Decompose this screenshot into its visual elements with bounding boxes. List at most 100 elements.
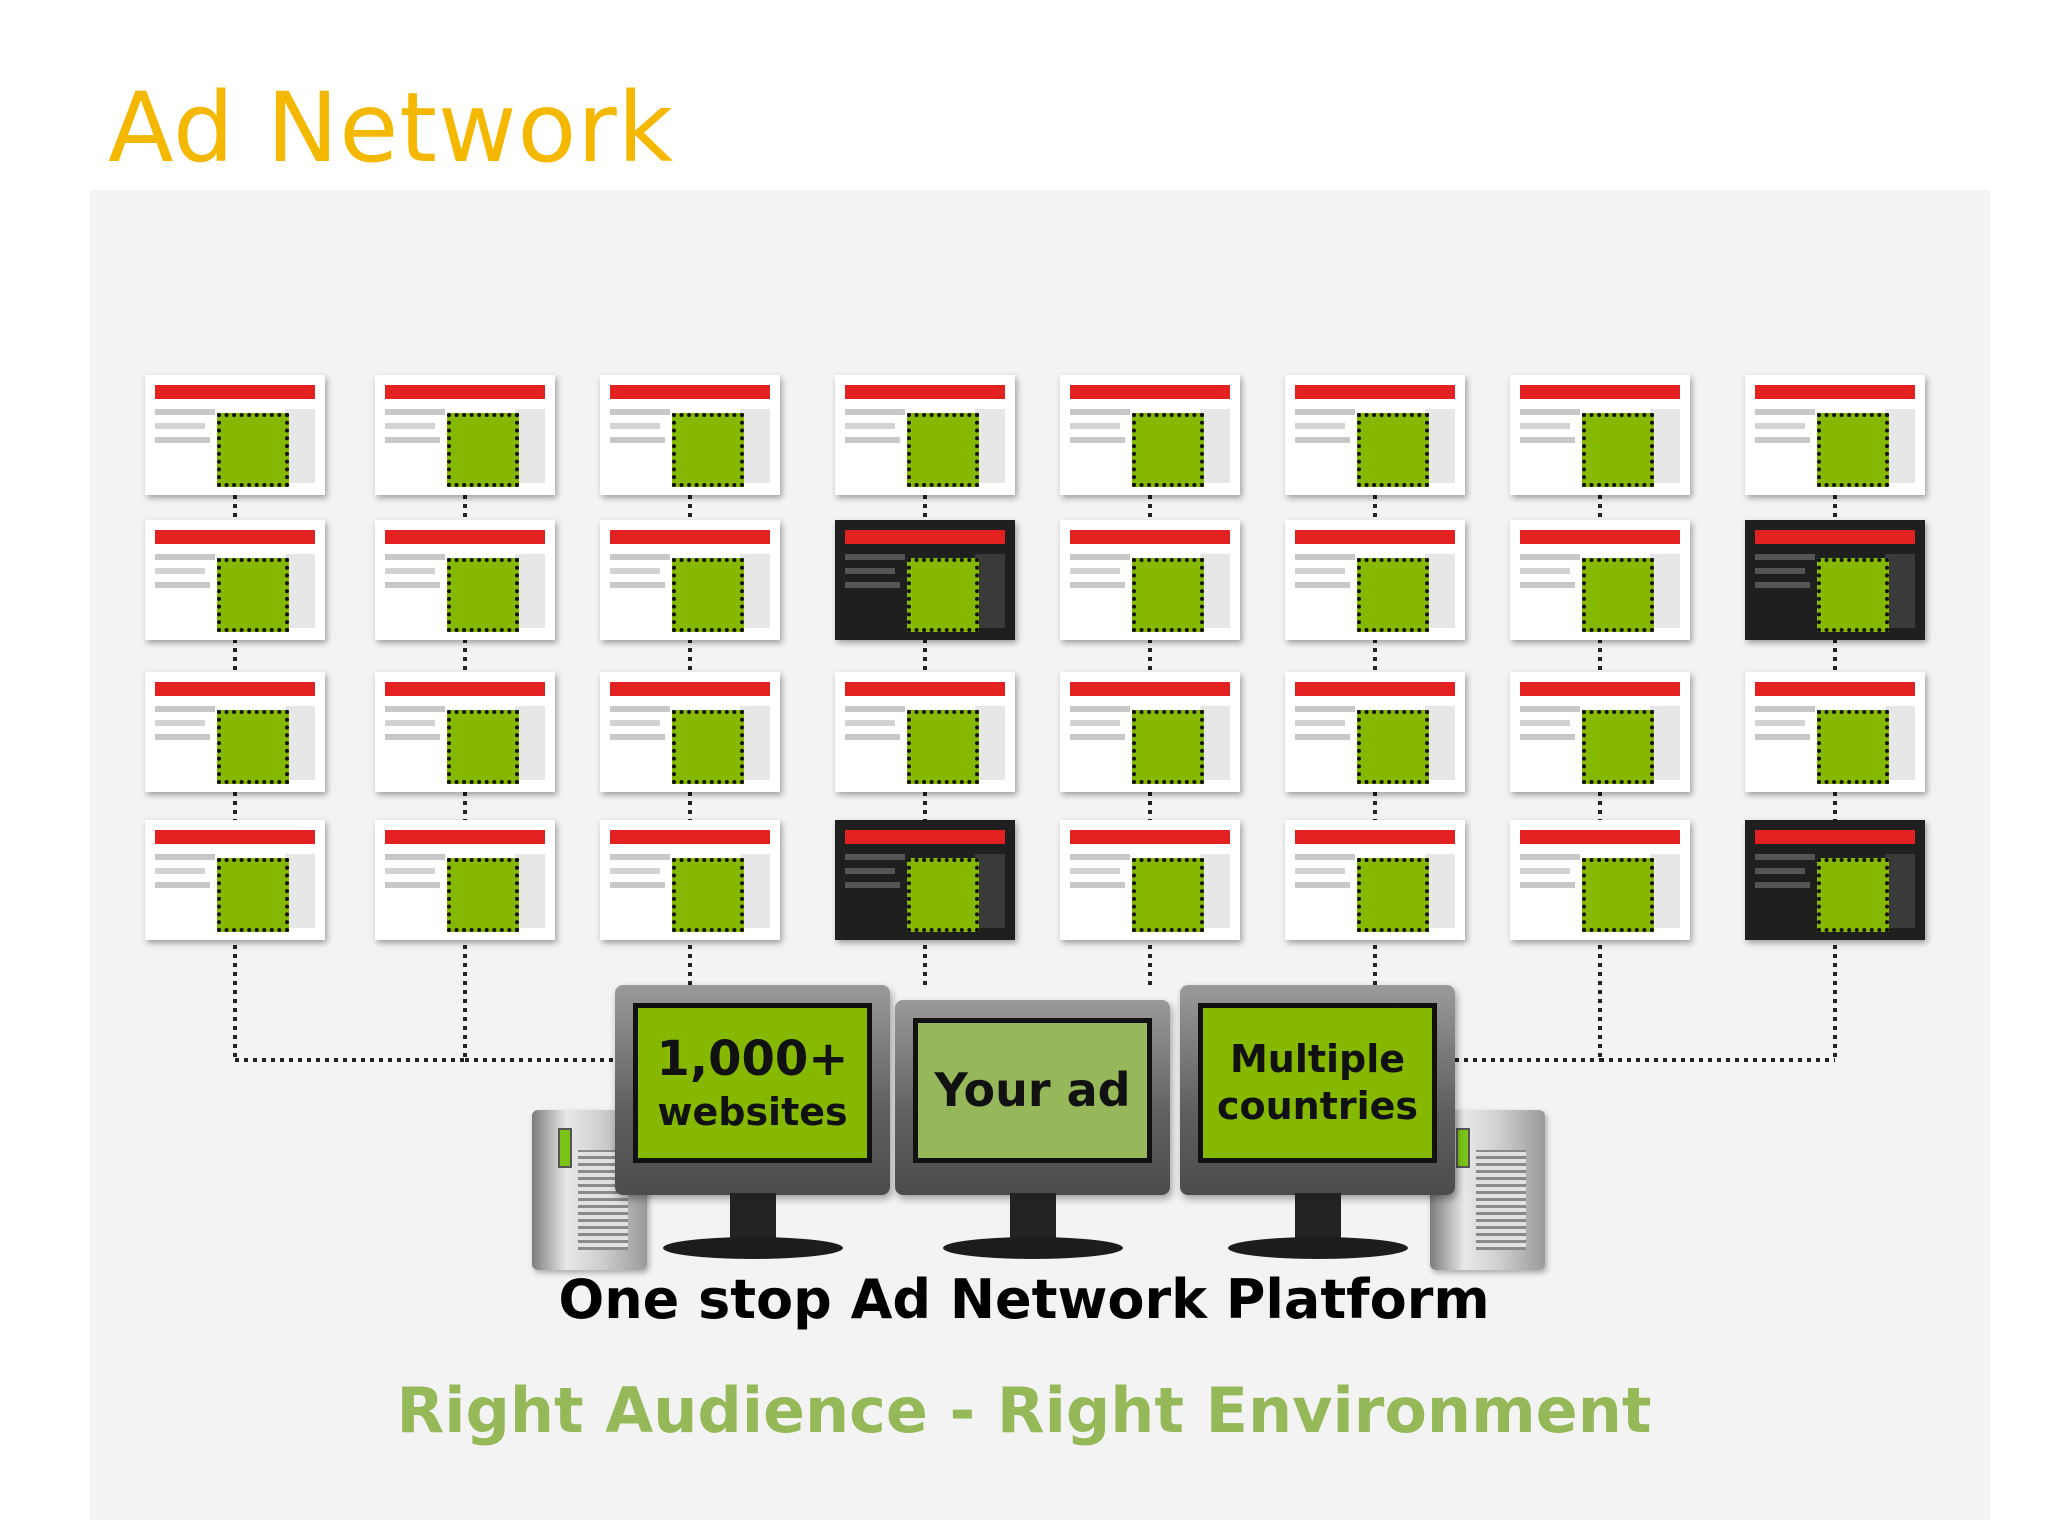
website-thumbnail xyxy=(145,672,325,792)
website-thumbnail xyxy=(1285,672,1465,792)
site-text-line xyxy=(155,554,215,560)
site-header-bar xyxy=(155,830,315,844)
website-thumbnail xyxy=(1510,520,1690,640)
site-header-bar xyxy=(1295,682,1455,696)
site-text-line xyxy=(1520,706,1580,712)
server-led xyxy=(1456,1128,1470,1168)
platform-tagline: One stop Ad Network Platform xyxy=(558,1268,1490,1331)
site-header-bar xyxy=(1520,385,1680,399)
website-thumbnail xyxy=(1510,375,1690,495)
website-thumbnail xyxy=(1285,520,1465,640)
ad-slot xyxy=(1817,413,1889,487)
site-sidebar xyxy=(1200,706,1230,780)
site-text-line xyxy=(155,568,205,574)
site-header-bar xyxy=(1755,385,1915,399)
monitor-center-line-1: Your ad xyxy=(934,1062,1131,1117)
site-sidebar xyxy=(975,409,1005,483)
site-text-line xyxy=(1295,423,1345,429)
site-header-bar xyxy=(610,530,770,544)
monitor-left-screen: 1,000+ websites xyxy=(633,1003,872,1163)
site-header-bar xyxy=(385,830,545,844)
ad-slot xyxy=(447,858,519,932)
ad-slot xyxy=(1357,413,1429,487)
ad-slot xyxy=(1582,858,1654,932)
site-sidebar xyxy=(740,854,770,928)
site-text-line xyxy=(610,854,670,860)
site-text-line xyxy=(1755,437,1810,443)
website-thumbnail xyxy=(1285,820,1465,940)
site-sidebar xyxy=(1425,854,1455,928)
website-thumbnail xyxy=(145,820,325,940)
site-header-bar xyxy=(1295,830,1455,844)
monitor-bezel: Your ad xyxy=(895,1000,1170,1195)
site-header-bar xyxy=(1755,830,1915,844)
site-header-bar xyxy=(1755,682,1915,696)
site-text-line xyxy=(385,868,435,874)
monitor-right: Multiple countries xyxy=(1180,985,1455,1265)
site-text-line xyxy=(845,882,900,888)
site-sidebar xyxy=(740,706,770,780)
site-text-line xyxy=(845,734,900,740)
site-text-line xyxy=(845,437,900,443)
site-text-line xyxy=(1295,554,1355,560)
monitor-right-line-1: Multiple xyxy=(1229,1036,1406,1081)
website-thumbnail xyxy=(375,520,555,640)
site-text-line xyxy=(385,720,435,726)
site-text-line xyxy=(1070,854,1130,860)
site-text-line xyxy=(1070,720,1120,726)
site-text-line xyxy=(1295,706,1355,712)
site-header-bar xyxy=(385,385,545,399)
site-sidebar xyxy=(740,409,770,483)
site-header-bar xyxy=(845,830,1005,844)
website-thumbnail xyxy=(835,820,1015,940)
site-text-line xyxy=(385,437,440,443)
site-text-line xyxy=(155,706,215,712)
monitor-base xyxy=(1227,1237,1408,1259)
monitor-left-line-2: websites xyxy=(657,1090,848,1135)
website-thumbnail xyxy=(600,820,780,940)
ad-slot xyxy=(907,558,979,632)
ad-slot xyxy=(1817,710,1889,784)
site-text-line xyxy=(1755,868,1805,874)
site-sidebar xyxy=(1650,409,1680,483)
site-text-line xyxy=(1755,423,1805,429)
site-text-line xyxy=(155,734,210,740)
monitor-bezel: 1,000+ websites xyxy=(615,985,890,1195)
site-sidebar xyxy=(1885,554,1915,628)
site-text-line xyxy=(385,734,440,740)
website-thumbnail xyxy=(1745,672,1925,792)
site-header-bar xyxy=(1755,530,1915,544)
site-text-line xyxy=(1295,734,1350,740)
server-vent xyxy=(1476,1150,1526,1250)
site-text-line xyxy=(1755,409,1815,415)
site-text-line xyxy=(1070,423,1120,429)
site-text-line xyxy=(1070,582,1125,588)
website-thumbnail xyxy=(1510,672,1690,792)
site-header-bar xyxy=(155,530,315,544)
ad-slot xyxy=(907,710,979,784)
monitor-right-line-2: countries xyxy=(1216,1084,1419,1128)
site-header-bar xyxy=(1070,530,1230,544)
website-thumbnail xyxy=(1060,672,1240,792)
site-text-line xyxy=(845,706,905,712)
site-header-bar xyxy=(1070,385,1230,399)
site-sidebar xyxy=(515,409,545,483)
ad-slot xyxy=(1132,413,1204,487)
ad-slot xyxy=(907,413,979,487)
site-text-line xyxy=(845,854,905,860)
ad-slot xyxy=(1357,558,1429,632)
site-text-line xyxy=(610,582,665,588)
site-text-line xyxy=(1755,720,1805,726)
website-thumbnail xyxy=(1745,820,1925,940)
monitor-base xyxy=(942,1237,1123,1259)
site-header-bar xyxy=(1295,385,1455,399)
site-text-line xyxy=(1295,437,1350,443)
ad-slot xyxy=(672,710,744,784)
site-header-bar xyxy=(845,530,1005,544)
site-sidebar xyxy=(1200,554,1230,628)
site-text-line xyxy=(1295,568,1345,574)
site-text-line xyxy=(1520,720,1570,726)
site-header-bar xyxy=(155,385,315,399)
site-text-line xyxy=(1755,568,1805,574)
site-text-line xyxy=(610,568,660,574)
